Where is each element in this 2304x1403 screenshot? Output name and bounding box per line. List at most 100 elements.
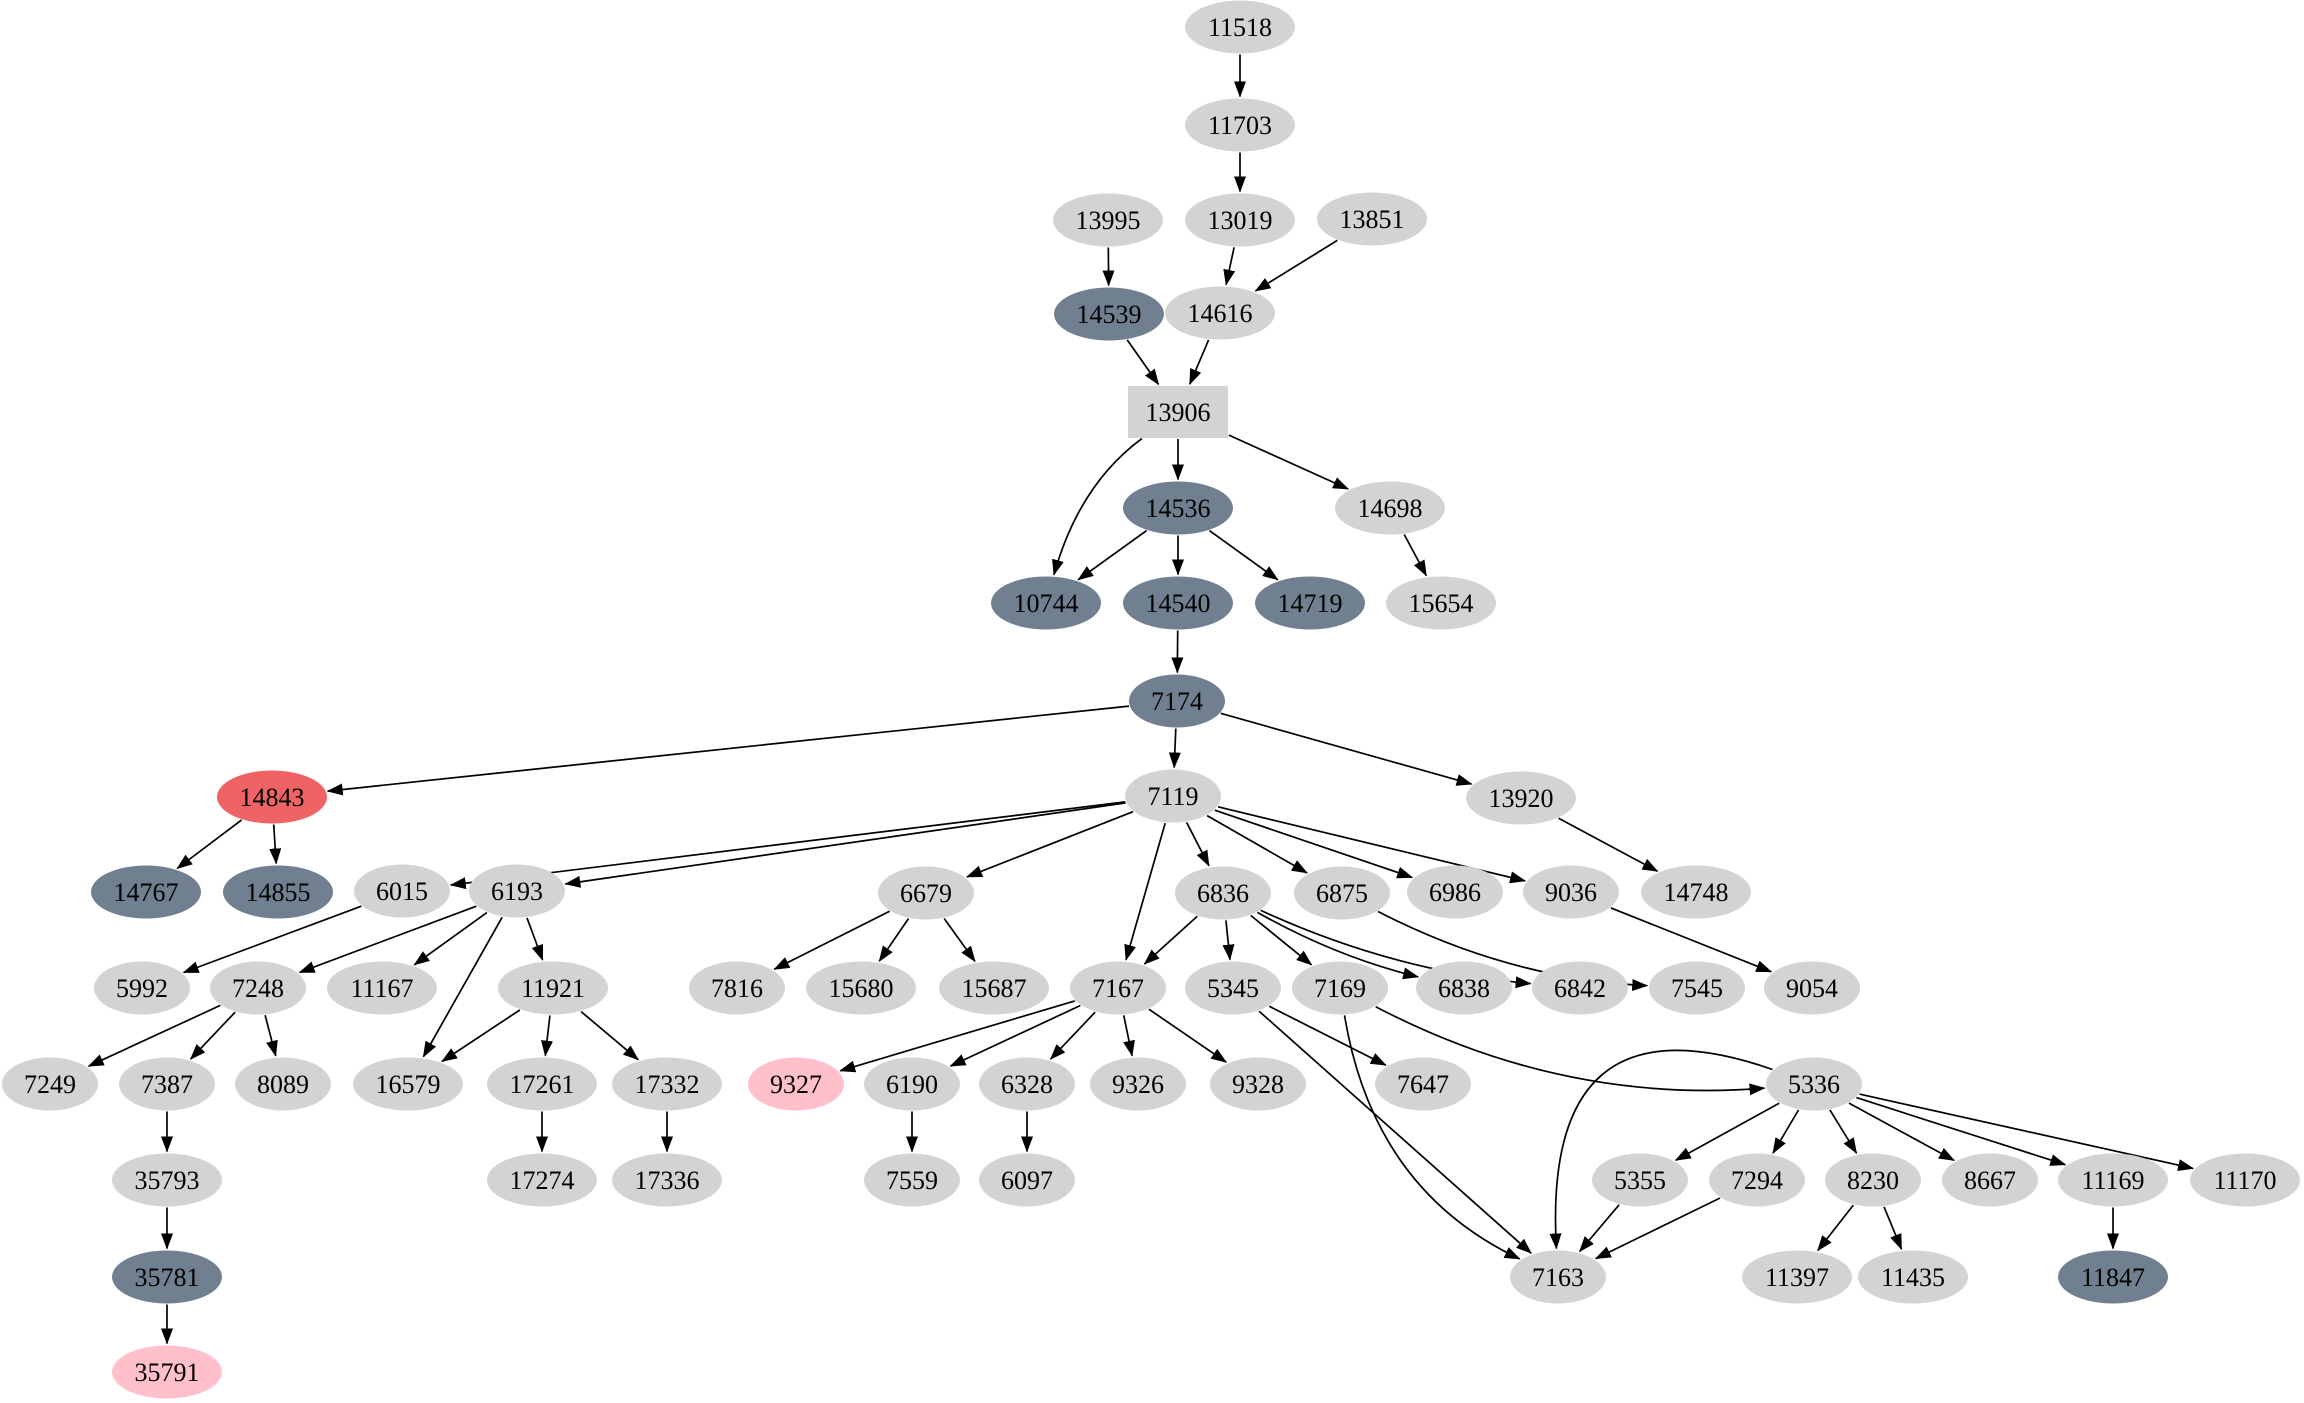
edge-7248-8089 bbox=[264, 1014, 278, 1057]
edge-6193-11921 bbox=[526, 917, 544, 961]
node-5345: 5345 bbox=[1185, 961, 1281, 1015]
node-7119: 7119 bbox=[1125, 769, 1221, 823]
node-7167: 7167 bbox=[1070, 961, 1166, 1015]
edge-6193-11167 bbox=[413, 911, 488, 966]
edge-7294-7163 bbox=[1594, 1197, 1721, 1260]
node-11847: 11847 bbox=[2058, 1250, 2168, 1304]
edge-6015-5992 bbox=[182, 905, 362, 974]
node-shape-11397 bbox=[1742, 1250, 1852, 1304]
edge-5336-8230 bbox=[1829, 1109, 1858, 1155]
edge-14536-14719 bbox=[1208, 529, 1279, 581]
node-14748: 14748 bbox=[1641, 865, 1751, 919]
node-label-7816: 7816 bbox=[711, 974, 763, 1003]
edge-6679-15687 bbox=[943, 918, 976, 963]
edge-8230-11397 bbox=[1817, 1204, 1854, 1252]
edge-7169-7163 bbox=[1343, 1015, 1521, 1260]
node-7163: 7163 bbox=[1510, 1250, 1606, 1304]
node-label-8089: 8089 bbox=[257, 1070, 309, 1099]
node-8089: 8089 bbox=[235, 1057, 331, 1111]
edge-6836-7167 bbox=[1143, 915, 1198, 965]
node-shape-11169 bbox=[2058, 1153, 2168, 1207]
node-11167: 11167 bbox=[327, 961, 437, 1015]
node-shape-7387 bbox=[119, 1057, 215, 1111]
node-shape-35791 bbox=[112, 1345, 222, 1399]
node-label-14536: 14536 bbox=[1146, 494, 1211, 523]
node-label-6679: 6679 bbox=[900, 879, 952, 908]
node-label-6838: 6838 bbox=[1438, 974, 1490, 1003]
node-11435: 11435 bbox=[1858, 1250, 1968, 1304]
node-7248: 7248 bbox=[210, 961, 306, 1015]
edge-13019-14616 bbox=[1223, 247, 1236, 286]
node-label-7387: 7387 bbox=[141, 1070, 193, 1099]
node-shape-11921 bbox=[498, 961, 608, 1015]
node-label-7559: 7559 bbox=[886, 1166, 938, 1195]
node-8230: 8230 bbox=[1825, 1153, 1921, 1207]
node-shape-14536 bbox=[1123, 481, 1233, 535]
node-shape-14540 bbox=[1123, 576, 1233, 630]
node-label-15687: 15687 bbox=[962, 974, 1027, 1003]
node-35791: 35791 bbox=[112, 1345, 222, 1399]
node-11921: 11921 bbox=[498, 961, 608, 1015]
node-label-10744: 10744 bbox=[1014, 589, 1079, 618]
node-label-13019: 13019 bbox=[1208, 206, 1273, 235]
node-6015: 6015 bbox=[354, 864, 450, 918]
node-9327: 9327 bbox=[748, 1057, 844, 1111]
node-17336: 17336 bbox=[612, 1153, 722, 1207]
node-7169: 7169 bbox=[1292, 961, 1388, 1015]
node-11169: 11169 bbox=[2058, 1153, 2168, 1207]
node-35793: 35793 bbox=[112, 1153, 222, 1207]
node-label-14616: 14616 bbox=[1188, 299, 1253, 328]
node-8667: 8667 bbox=[1942, 1153, 2038, 1207]
node-13995: 13995 bbox=[1053, 193, 1163, 247]
node-11170: 11170 bbox=[2190, 1153, 2300, 1207]
edge-6836-7169 bbox=[1250, 914, 1313, 966]
edge-13906-10744 bbox=[1052, 437, 1143, 576]
edge-7119-6679 bbox=[966, 810, 1134, 878]
edge-7167-9328 bbox=[1148, 1008, 1228, 1063]
node-label-14767: 14767 bbox=[114, 878, 179, 907]
node-15654: 15654 bbox=[1386, 576, 1496, 630]
edge-6836-6838 bbox=[1256, 911, 1420, 980]
node-shape-9328 bbox=[1210, 1057, 1306, 1111]
edge-5336-11169 bbox=[1856, 1096, 2067, 1166]
node-label-11518: 11518 bbox=[1208, 13, 1272, 42]
edge-7248-7387 bbox=[189, 1011, 236, 1060]
edge-6679-15680 bbox=[878, 918, 910, 963]
edge-6193-16579 bbox=[422, 916, 503, 1058]
edge-5336-8667 bbox=[1848, 1102, 1955, 1162]
edge-7174-7119 bbox=[1168, 728, 1181, 769]
node-shape-11170 bbox=[2190, 1153, 2300, 1207]
edge-5345-7163 bbox=[1258, 1010, 1532, 1254]
edges-layer bbox=[87, 54, 2195, 1345]
node-6190: 6190 bbox=[864, 1057, 960, 1111]
node-label-8667: 8667 bbox=[1964, 1166, 2016, 1195]
node-16579: 16579 bbox=[353, 1057, 463, 1111]
node-shape-17261 bbox=[487, 1057, 597, 1111]
node-14855: 14855 bbox=[223, 865, 333, 919]
node-shape-6875 bbox=[1294, 866, 1390, 920]
node-shape-16579 bbox=[353, 1057, 463, 1111]
node-7545: 7545 bbox=[1649, 961, 1745, 1015]
node-shape-7545 bbox=[1649, 961, 1745, 1015]
node-10744: 10744 bbox=[991, 576, 1101, 630]
node-shape-13920 bbox=[1466, 771, 1576, 825]
node-9036: 9036 bbox=[1523, 865, 1619, 919]
node-shape-14539 bbox=[1054, 287, 1164, 341]
node-14767: 14767 bbox=[91, 865, 201, 919]
edge-13920-14748 bbox=[1558, 817, 1659, 873]
node-shape-7174 bbox=[1129, 674, 1225, 728]
edge-5336-7163 bbox=[1549, 1049, 1773, 1250]
node-14698: 14698 bbox=[1335, 481, 1445, 535]
node-shape-9326 bbox=[1090, 1057, 1186, 1111]
node-shape-6838 bbox=[1416, 961, 1512, 1015]
node-label-11170: 11170 bbox=[2213, 1166, 2276, 1195]
edge-7169-5336 bbox=[1375, 1005, 1766, 1096]
node-label-6875: 6875 bbox=[1316, 879, 1368, 908]
node-label-11397: 11397 bbox=[1765, 1263, 1829, 1292]
node-6328: 6328 bbox=[979, 1057, 1075, 1111]
node-shape-6836 bbox=[1175, 866, 1271, 920]
node-label-14540: 14540 bbox=[1146, 589, 1211, 618]
edge-14616-13906 bbox=[1189, 339, 1210, 386]
node-shape-5992 bbox=[94, 961, 190, 1015]
